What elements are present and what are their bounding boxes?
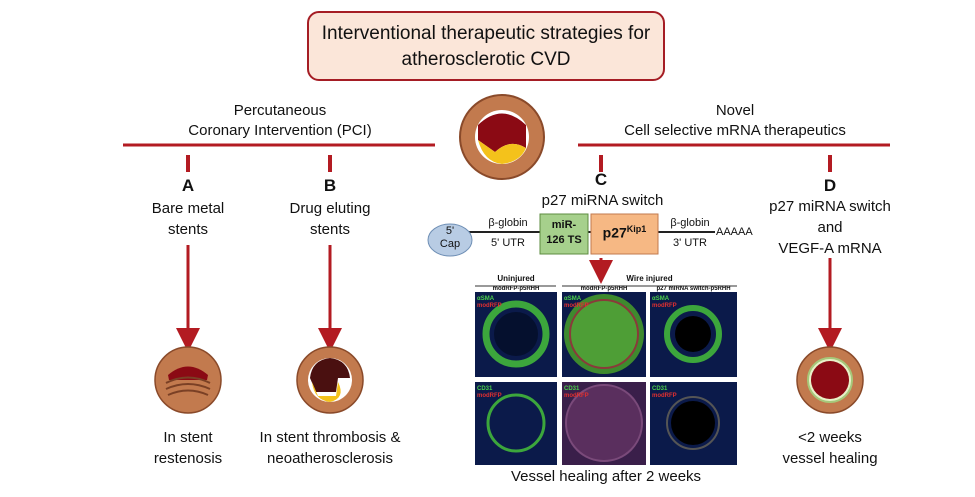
p27-sup: Kip1	[626, 224, 647, 234]
stain-label: CD31	[564, 386, 580, 392]
stain-label: αSMA	[564, 296, 582, 302]
strategy-d-line-1: p27 miRNA switch	[769, 198, 891, 215]
outcome-a-line-2: restenosis	[153, 450, 223, 467]
column-2-label: modRFP-p5RHH	[580, 286, 628, 292]
cap-shape	[427, 223, 473, 257]
outcome-c: Vessel healing after 2 weeks	[510, 468, 702, 485]
right-branch-header: Novel Cell selective mRNA therapeutics	[595, 101, 875, 141]
outcome-a: In stent restenosis	[128, 427, 248, 469]
strategy-a-label: Bare metal stents	[128, 198, 248, 240]
right-branch-line-2: Cell selective mRNA therapeutics	[624, 122, 846, 139]
stain-label: CD31	[652, 386, 668, 392]
stain-label: modRFP	[477, 393, 502, 399]
outcome-d: <2 weeks vessel healing	[770, 427, 890, 469]
utr5-bottom: 5' UTR	[491, 237, 525, 249]
mir-line-1: miR-	[551, 219, 577, 231]
micrograph-panel	[475, 285, 737, 465]
stain-label: αSMA	[652, 296, 670, 302]
label-c: C	[594, 170, 608, 189]
vessel-thrombosis-icon	[296, 346, 364, 414]
strategy-a-line-1: Bare metal	[151, 200, 225, 217]
stain-label: modRFP	[477, 303, 502, 309]
stain-label: modRFP	[652, 393, 677, 399]
mir-box	[539, 213, 589, 255]
strategy-a-line-2: stents	[167, 221, 209, 238]
outcome-a-line-1: In stent	[163, 429, 213, 446]
left-branch-line-1: Percutaneous	[233, 102, 327, 119]
stain-label: CD31	[477, 386, 493, 392]
strategy-c-label: p27 miRNA switch	[541, 192, 664, 209]
label-b: B	[323, 176, 337, 195]
cap-line-1: 5'	[445, 225, 455, 237]
stain-label: αSMA	[477, 296, 495, 302]
strategy-b-line-2: stents	[309, 221, 351, 238]
right-branch-line-1: Novel	[715, 102, 755, 119]
utr3-top: β-globin	[670, 217, 710, 229]
left-branch-header: Percutaneous Coronary Intervention (PCI)	[150, 101, 410, 141]
mir-line-2: 126 TS	[546, 234, 582, 246]
outcome-d-line-2: vessel healing	[782, 450, 878, 467]
title-line-2: atherosclerotic CVD	[401, 49, 571, 70]
stain-label: modRFP	[652, 303, 677, 309]
strategy-b-line-1: Drug eluting	[289, 200, 371, 217]
p27-text: p27	[602, 224, 627, 241]
stain-label: modRFP	[564, 393, 589, 399]
p27-label: p27Kip1	[591, 224, 658, 241]
outcome-b-line-1: In stent thrombosis &	[259, 429, 401, 446]
label-a: A	[181, 176, 195, 195]
center-vessel-icon	[459, 94, 545, 180]
mrna-construct	[427, 213, 715, 257]
mir-label: miR- 126 TS	[540, 218, 588, 248]
column-3-label: p27 miRNA switch-p5RHH	[656, 286, 731, 292]
group-uninjured: Uninjured	[497, 274, 535, 283]
left-branch-line-2: Coronary Intervention (PCI)	[188, 122, 372, 139]
polya-label: AAAAA	[716, 226, 753, 238]
strategy-d-line-3: VEGF-A mRNA	[778, 240, 882, 257]
cap-line-2: Cap	[439, 238, 461, 250]
outcome-b-line-2: neoatherosclerosis	[267, 450, 393, 467]
strategy-d-line-2: and	[817, 219, 843, 236]
label-d: D	[823, 176, 837, 195]
utr5-top: β-globin	[488, 217, 528, 229]
title-line-1: Interventional therapeutic strategies fo…	[321, 23, 651, 44]
strategy-d-label: p27 miRNA switch and VEGF-A mRNA	[760, 196, 900, 259]
strategy-b-label: Drug eluting stents	[265, 198, 395, 240]
outcome-d-line-1: <2 weeks	[798, 429, 862, 446]
p27-box	[590, 213, 659, 255]
stain-label: modRFP	[564, 303, 589, 309]
cap-label: 5' Cap	[436, 225, 464, 251]
column-1-label: modRFP-p5RHH	[492, 286, 540, 292]
title-box: Interventional therapeutic strategies fo…	[307, 11, 665, 81]
vessel-healed-icon	[796, 346, 864, 414]
utr3-bottom: 3' UTR	[673, 237, 707, 249]
vessel-restenosis-icon	[154, 346, 222, 414]
group-wire-injured: Wire injured	[626, 274, 673, 283]
outcome-b: In stent thrombosis & neoatherosclerosis	[245, 427, 415, 469]
